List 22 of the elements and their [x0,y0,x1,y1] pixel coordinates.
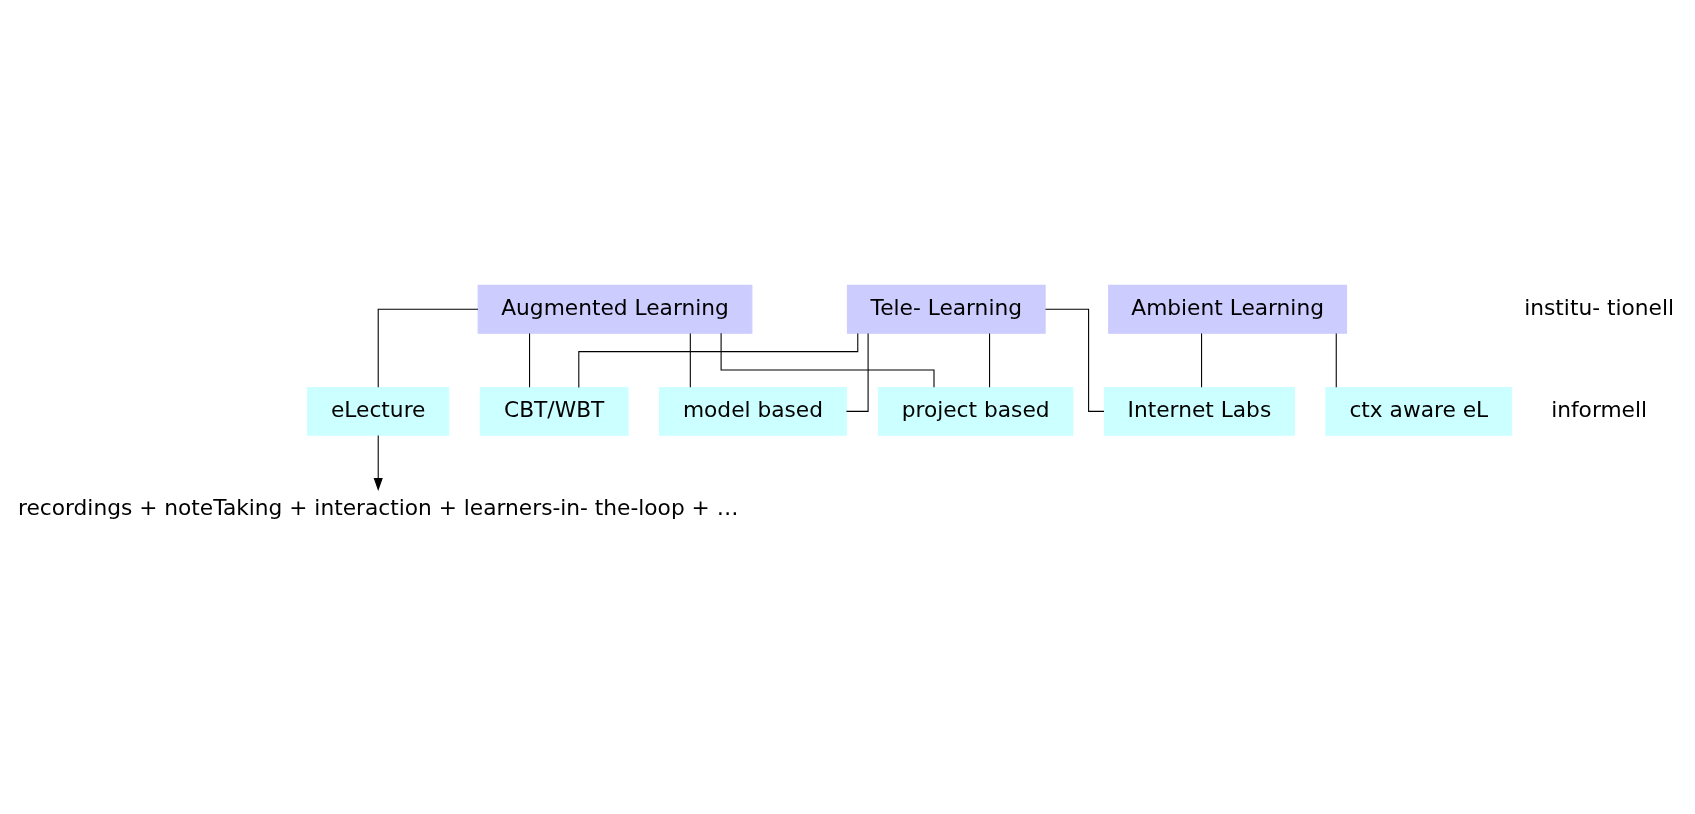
connector [1200,332,1202,388]
node-box: model based [658,386,847,436]
node-box: Internet Labs [1103,386,1295,436]
label: institu- tionell [1523,294,1674,320]
node-box: eLecture [306,386,449,436]
connector [1044,308,1105,412]
node-box: Augmented Learning [477,284,752,334]
connector [377,308,478,388]
connector [528,332,530,388]
node-box: Tele- Learning [846,284,1046,334]
connector [1335,332,1337,388]
node-box: ctx aware eL [1324,386,1512,436]
node-text: recordings + noteTaking + interaction + learners-in- the-loop + … [17,494,738,520]
connector [988,332,990,388]
node-box: Ambient Learning [1107,284,1347,334]
connector [845,332,869,412]
node-box: project based [877,386,1073,436]
label: informell [1550,396,1647,422]
node-box: CBT/WBT [479,386,629,436]
connector [689,332,691,388]
arrow [373,434,383,492]
connector [577,332,858,388]
